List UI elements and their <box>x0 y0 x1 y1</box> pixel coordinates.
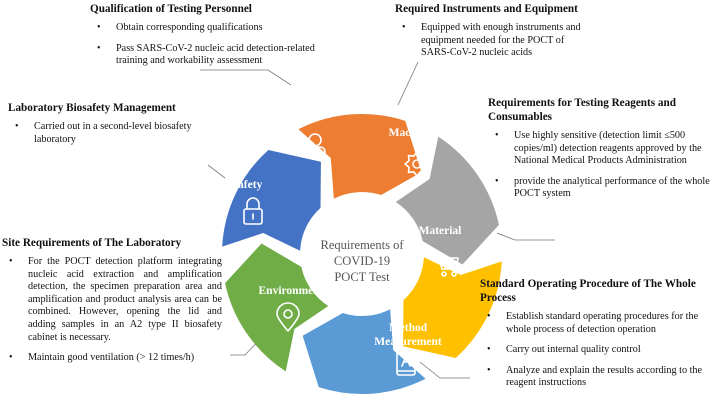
segment-machine: Machine <box>389 127 499 265</box>
section-instruments: Required Instruments and Equipment Equip… <box>395 2 585 68</box>
section-sop: Standard Operating Procedure of The Whol… <box>480 277 720 398</box>
segment-shape-material <box>403 257 502 359</box>
section-site: Site Requirements of The Laboratory For … <box>2 236 222 373</box>
person-icon <box>304 133 326 158</box>
center-line-3: POCT Test <box>334 270 390 284</box>
segment-label-environment: Environment <box>259 285 324 297</box>
list-item: Carry out internal quality control <box>480 344 720 357</box>
leader-line-method <box>419 361 470 379</box>
lock-icon <box>243 197 263 225</box>
section-personnel: Qualification of Testing Personnel Obtai… <box>90 2 325 76</box>
list-item: Carried out in a second-level biosafety … <box>8 121 230 146</box>
section-heading: Requirements for Testing Reagents and Co… <box>488 97 676 123</box>
leader-line-material <box>496 232 555 241</box>
list-item: provide the analytical performance of th… <box>488 176 713 201</box>
cart-icon <box>432 253 459 277</box>
list-item: Maintain good ventilation (> 12 times/h) <box>2 352 222 365</box>
segment-shape-environment <box>225 243 329 372</box>
center-line-1: Requirements of <box>321 238 405 252</box>
section-heading: Required Instruments and Equipment <box>395 3 578 15</box>
section-heading: Laboratory Biosafety Management <box>8 102 176 114</box>
leader-line-machine <box>397 61 419 106</box>
leader-line-safety <box>207 164 226 179</box>
leader-lines <box>200 61 555 379</box>
segment-shape-human <box>298 114 422 199</box>
leader-line-human <box>200 69 292 86</box>
segment-label-machine: Machine <box>389 127 432 139</box>
segment-shape-method <box>302 309 426 394</box>
segment-label-method: Method <box>389 322 428 334</box>
list-item: Obtain corresponding qualifications <box>90 22 325 35</box>
list-item: Analyze and explain the results accordin… <box>480 365 720 390</box>
segment-shape-machine <box>395 136 499 265</box>
section-reagents: Requirements for Testing Reagents and Co… <box>488 96 713 209</box>
list-item: Establish standard operating procedures … <box>480 311 720 336</box>
segment-label-safety: Safety <box>232 179 263 191</box>
section-heading: Site Requirements of The Laboratory <box>2 237 182 249</box>
gear-icon <box>404 151 430 177</box>
segment-environment: Environment <box>225 243 329 372</box>
segment-human: Human <box>293 109 422 199</box>
section-heading: Qualification of Testing Personnel <box>90 3 252 15</box>
segment-safety: Safety <box>222 149 321 251</box>
list-item: Pass SARS-CoV-2 nucleic acid detection-r… <box>90 43 325 68</box>
section-heading: Standard Operating Procedure of The Whol… <box>480 278 696 304</box>
list-item: Use highly sensitive (detection limit ≤5… <box>488 130 713 168</box>
segment-material: Material <box>403 225 502 359</box>
book-icon <box>396 350 416 376</box>
location-pin-icon <box>276 302 300 332</box>
section-biosafety: Laboratory Biosafety Management Carried … <box>8 101 230 154</box>
segment-label-material: Material <box>419 225 462 237</box>
segment-label-human: Human <box>293 109 331 121</box>
list-item: Equipped with enough instruments and equ… <box>395 22 585 60</box>
segment-label-method-line2: Measurement <box>374 336 442 348</box>
center-label: Requirements of COVID-19 POCT Test <box>321 238 405 284</box>
segment-shape-safety <box>222 149 321 251</box>
list-item: For the POCT detection platform integrat… <box>2 256 222 344</box>
center-line-2: COVID-19 <box>334 254 390 268</box>
